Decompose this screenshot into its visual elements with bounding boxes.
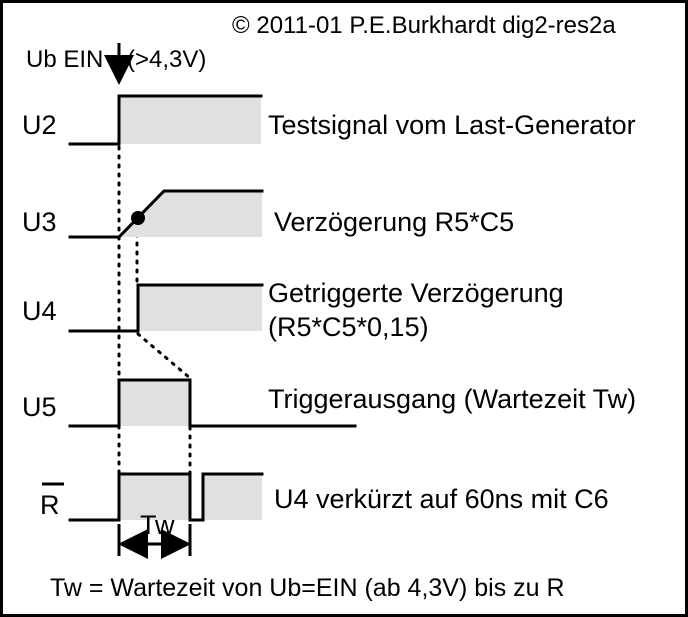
signal-u2-fill xyxy=(119,96,261,144)
signal-u2-description: Testsignal vom Last-Generator xyxy=(268,110,636,140)
signal-r-waveform xyxy=(68,472,264,522)
signal-u2-name: U2 xyxy=(22,110,57,140)
signal-u2: U2 Testsignal vom Last-Generator xyxy=(22,94,636,146)
tw-label: Tw xyxy=(140,510,175,540)
signal-u3: U3 Verzögerung R5*C5 xyxy=(22,189,514,239)
signal-u5: U5 Triggerausgang (Wartezeit Tw) xyxy=(22,378,636,428)
guide-line-u4-to-u5 xyxy=(136,332,192,380)
signal-u4-waveform xyxy=(68,283,264,333)
copyright-text: © 2011-01 P.E.Burkhardt dig2-res2a xyxy=(232,12,616,39)
signal-u5-description: Triggerausgang (Wartezeit Tw) xyxy=(268,384,636,414)
signal-u5-waveform xyxy=(68,378,357,428)
signal-u4-name: U4 xyxy=(22,296,57,326)
signal-u4-description-line1: Getriggerte Verzögerung xyxy=(268,278,564,308)
signal-u3-description: Verzögerung R5*C5 xyxy=(274,207,514,237)
power-on-label: Ub EIN xyxy=(26,46,103,73)
signal-u3-name: U3 xyxy=(22,207,57,237)
footnote: Tw = Wartezeit von Ub=EIN (ab 4,3V) bis … xyxy=(50,574,565,602)
signal-u5-fill xyxy=(119,380,190,426)
signal-u2-waveform xyxy=(68,94,263,146)
signal-r-fill-2 xyxy=(203,474,262,520)
signal-u4-fill xyxy=(138,285,262,331)
signal-u4: U4 Getriggerte Verzögerung (R5*C5*0,15) xyxy=(22,278,564,342)
signal-r-fill-1 xyxy=(119,474,190,520)
tw-dimension: Tw xyxy=(117,510,192,559)
threshold-dot xyxy=(131,211,145,225)
signal-u4-description-line2: (R5*C5*0,15) xyxy=(268,312,429,342)
power-on-threshold: (>4,3V) xyxy=(127,46,206,73)
signal-r-name: R xyxy=(40,490,60,520)
signal-r: R U4 verkürzt auf 60ns mit C6 xyxy=(40,472,609,522)
signal-r-description: U4 verkürzt auf 60ns mit C6 xyxy=(274,484,609,514)
signal-u5-name: U5 xyxy=(22,392,57,422)
